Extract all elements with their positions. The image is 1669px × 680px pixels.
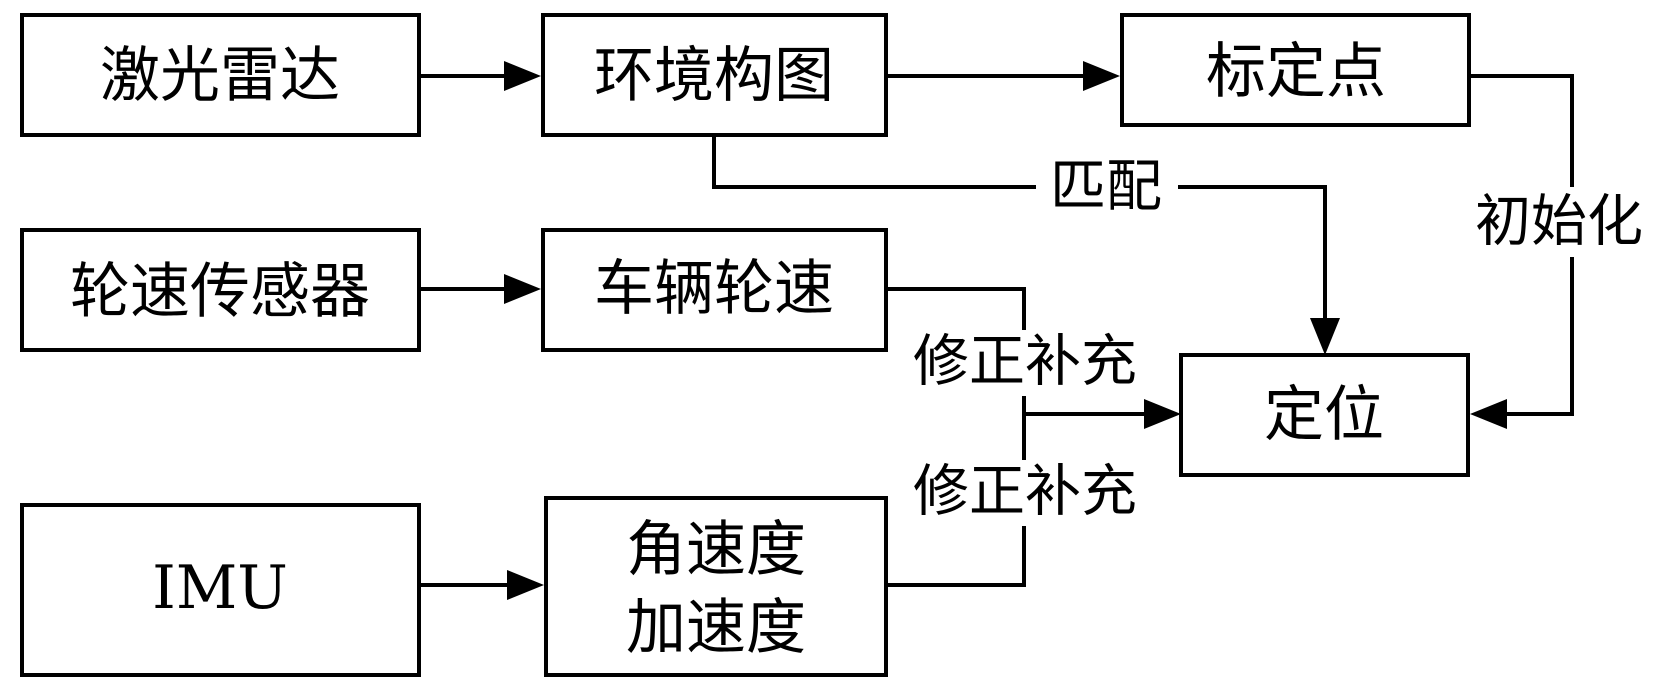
node-localization-label: 定位 (1264, 380, 1384, 450)
node-imu-box (20, 503, 421, 677)
node-accel-label: 加速度 (626, 593, 806, 663)
node-calib-point-box (1120, 13, 1471, 127)
node-lidar-box (20, 13, 421, 137)
node-ang-accel-box (544, 496, 888, 677)
edge-label-correction-speed: 修正补充 (913, 330, 1137, 395)
node-wheel-sensor-label: 轮速传感器 (70, 257, 370, 327)
node-lidar-label: 激光雷达 (100, 41, 340, 111)
node-vehicle-speed-label: 车辆轮速 (594, 254, 834, 324)
arrowhead-icon (507, 570, 544, 600)
arrowhead-icon (1083, 61, 1120, 91)
node-calib-point-label: 标定点 (1206, 37, 1386, 107)
node-ang-vel-label: 角速度 (626, 515, 806, 585)
node-vehicle-speed-box (541, 228, 888, 352)
edge-label-init: 初始化 (1475, 190, 1643, 255)
edge-label-correction-imu: 修正补充 (913, 460, 1137, 525)
edge-label-match: 匹配 (1050, 155, 1162, 220)
node-env-map-box (541, 13, 888, 137)
arrowhead-icon (504, 61, 541, 91)
edge-env-map-to-localization (712, 135, 1327, 322)
arrowhead-icon (1470, 399, 1507, 429)
node-env-map-label: 环境构图 (594, 41, 834, 111)
node-localization-box (1179, 353, 1470, 477)
node-imu-label: IMU (152, 553, 288, 623)
arrowhead-icon (1310, 318, 1340, 355)
arrowhead-icon (504, 274, 541, 304)
arrowhead-icon (1144, 399, 1181, 429)
